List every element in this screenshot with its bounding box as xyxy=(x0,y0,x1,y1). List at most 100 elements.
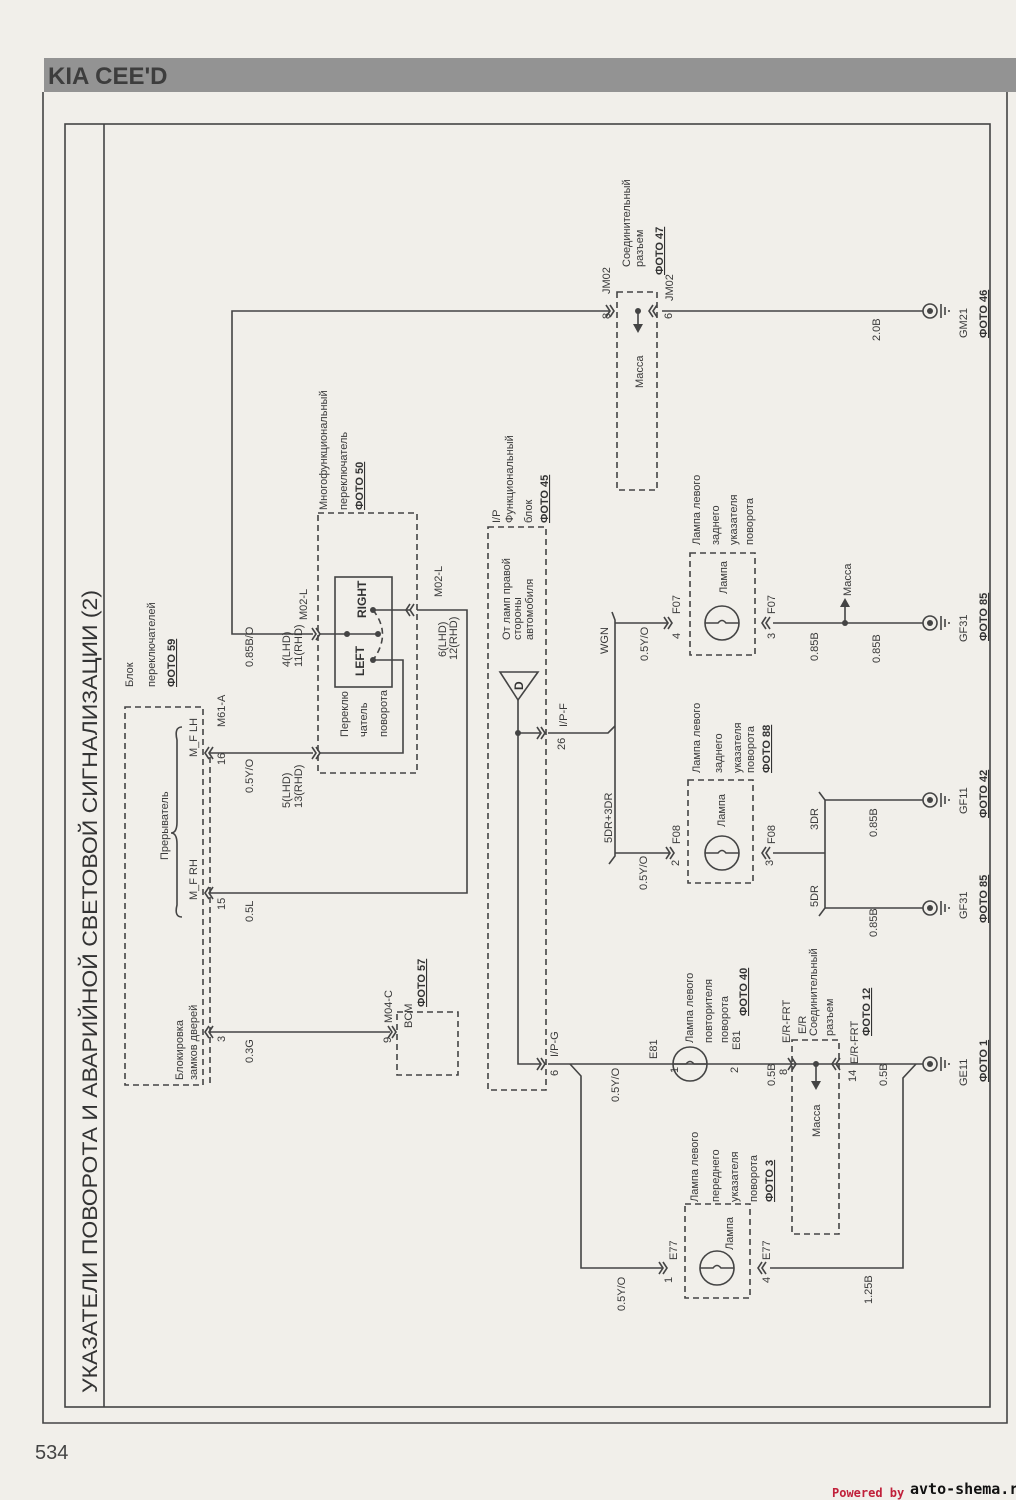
mf-rh-label: M_F RH xyxy=(188,859,200,900)
pin-label: 3 xyxy=(766,633,778,639)
ground-photo-ref: ФОТО 85 xyxy=(978,593,990,641)
lamp-f08-label: поворота xyxy=(745,725,757,773)
connector-chevron-icon xyxy=(208,746,214,760)
pin-label: 8 xyxy=(778,1069,790,1075)
connector-chevron-icon xyxy=(648,304,654,318)
ground-icon xyxy=(922,615,938,631)
lamp-f07-label: поворота xyxy=(744,497,756,545)
connector-chevron-icon xyxy=(311,746,317,760)
lamp-e81-label: Лампа левого xyxy=(684,973,696,1043)
connector-chevron-icon xyxy=(204,886,210,900)
wire-05l xyxy=(210,609,468,894)
ground-dot xyxy=(927,1061,933,1067)
connector-chevron-icon xyxy=(791,1057,797,1071)
er-frt-id: E/R-FRT xyxy=(849,1021,861,1064)
multifunction-switch-box xyxy=(317,512,418,774)
ground-dot xyxy=(927,308,933,314)
er-connector-box xyxy=(791,1039,840,1235)
wire-label: 5DR xyxy=(809,885,821,907)
pin-label: 15 xyxy=(216,898,228,910)
connector-chevron-icon xyxy=(663,616,669,630)
connector-chevron-icon xyxy=(315,746,321,760)
connector-chevron-icon xyxy=(757,1261,763,1275)
connector-chevron-icon xyxy=(605,304,611,318)
e77-id: E77 xyxy=(668,1240,680,1260)
connector-chevron-icon xyxy=(787,1057,793,1071)
triangle-d-label: D xyxy=(512,681,526,690)
connector-chevron-icon xyxy=(208,1025,214,1039)
lamp-e81-label: поворота xyxy=(719,995,731,1043)
e81-id: E81 xyxy=(731,1030,743,1050)
lamp-e77-label: переднего xyxy=(710,1149,722,1202)
ipg-id: I/P-G xyxy=(549,1031,561,1057)
connector-chevron-icon xyxy=(831,1057,837,1071)
pin-label: 6 xyxy=(663,313,675,319)
turn-switch-label: поворота xyxy=(378,689,390,737)
jm02-id: JM02 xyxy=(664,274,676,301)
ground-id: GM21 xyxy=(958,308,970,338)
connector-chevron-icon xyxy=(311,627,317,641)
pin-label: 6(LHD) xyxy=(437,622,449,657)
lamp-f08-inner: Лампа xyxy=(716,793,728,827)
lamp-f07-label: заднего xyxy=(710,505,722,545)
wire-split xyxy=(608,611,616,865)
connector-chevron-icon xyxy=(662,1261,668,1275)
pin-label: 4 xyxy=(761,1277,773,1283)
pin-label: 16 xyxy=(216,753,228,765)
lamp-e77-inner: Лампа xyxy=(724,1216,736,1250)
switch-block-label: Блок xyxy=(124,662,136,687)
connector-chevron-icon xyxy=(765,846,771,860)
turn-switch-label: Переклю xyxy=(339,691,351,737)
junction-dot xyxy=(515,730,521,736)
lamp-filament xyxy=(673,1060,707,1065)
lamp-e77-label: Лампа левого xyxy=(689,1132,701,1202)
ip-block-photo-ref: ФОТО 45 xyxy=(539,475,551,523)
page-title: УКАЗАТЕЛИ ПОВОРОТА И АВАРИЙНОЙ СВЕТОВОЙ … xyxy=(78,590,102,1393)
connector-chevron-icon xyxy=(665,846,671,860)
multifunction-switch-label: Многофункциональный xyxy=(318,390,330,510)
switch-block-box xyxy=(124,706,204,1086)
door-lock-label: Блокировка xyxy=(174,1019,186,1080)
multifunction-switch-label: переключатель xyxy=(338,432,350,510)
ground-bars xyxy=(940,616,950,630)
pin-label: 1 xyxy=(669,1067,681,1073)
lamp-f07-label: Лампа левого xyxy=(691,475,703,545)
pin-label: 11(RHD) xyxy=(293,624,305,667)
bcm-box xyxy=(396,1011,459,1076)
inner-frame xyxy=(64,123,991,1408)
wire-label: 0.5Y/O xyxy=(610,1067,622,1102)
connector-chevron-icon xyxy=(536,726,542,740)
ground-icon xyxy=(922,303,938,319)
ground-arrow-icon xyxy=(633,324,643,333)
ground-id: GF31 xyxy=(958,614,970,642)
er-connector-label: Соединительный xyxy=(808,948,820,1036)
f07-id: F07 xyxy=(766,595,778,614)
bcm-photo-ref: ФОТО 57 xyxy=(416,959,428,1007)
connector-chevron-icon xyxy=(835,1057,841,1071)
turn-switch-box xyxy=(334,576,393,688)
junction-dot xyxy=(370,657,376,663)
connector-chevron-icon xyxy=(536,1057,542,1071)
ip-block-label: блок xyxy=(523,500,535,523)
switch-right-label: RIGHT xyxy=(355,580,369,618)
right-side-feed-label: автомобиля xyxy=(524,579,536,640)
ground-photo-ref: ФОТО 1 xyxy=(978,1040,990,1082)
masse-label: Масса xyxy=(842,563,854,596)
wire-d-feed xyxy=(517,700,540,1065)
right-side-feed-label: стороны xyxy=(512,597,524,640)
lamp-filament xyxy=(705,619,739,624)
pin-label: 12(RHD) xyxy=(448,617,460,660)
connector-chevron-icon xyxy=(761,616,767,630)
masse-label: Масса xyxy=(634,355,646,388)
mf-lh-label: M_F LH xyxy=(188,718,200,757)
wire-label: 0.5L xyxy=(244,901,256,922)
m02l-id: M02-L xyxy=(433,566,445,597)
lamp-filament xyxy=(700,1264,734,1269)
er-connector-photo-ref: ФОТО 12 xyxy=(861,988,873,1036)
lamp-e81-photo-ref: ФОТО 40 xyxy=(738,968,750,1016)
pin-label: 14 xyxy=(847,1070,859,1082)
wire-label: 1.25B xyxy=(863,1275,875,1304)
watermark-site: avto-shema.ru xyxy=(910,1480,1016,1498)
wire-label: 5DR+3DR xyxy=(603,793,615,843)
